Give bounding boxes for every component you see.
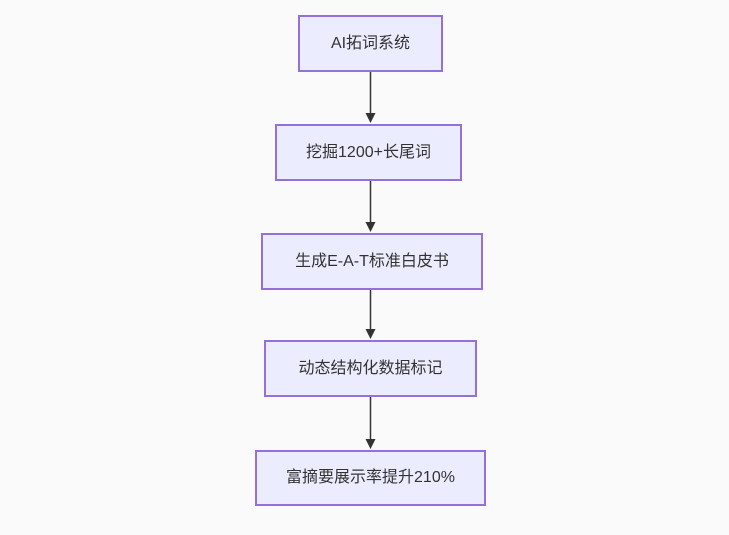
node-label: AI拓词系统 bbox=[330, 34, 411, 52]
node-label: 动态结构化数据标记 bbox=[298, 359, 443, 377]
edge-arrow-2 bbox=[365, 181, 376, 232]
flowchart-node-step-5: 富摘要展示率提升210% bbox=[255, 450, 486, 506]
flowchart-node-step-1: AI拓词系统 bbox=[298, 15, 443, 72]
node-label: 挖掘1200+长尾词 bbox=[306, 143, 431, 161]
edge-arrow-4 bbox=[365, 397, 376, 449]
node-label: 富摘要展示率提升210% bbox=[286, 469, 455, 486]
flowchart-node-step-3: 生成E-A-T标准白皮书 bbox=[261, 233, 483, 290]
edge-arrow-3 bbox=[365, 290, 376, 339]
edge-arrow-1 bbox=[365, 72, 376, 123]
flowchart-node-step-4: 动态结构化数据标记 bbox=[264, 340, 477, 397]
node-label: 生成E-A-T标准白皮书 bbox=[295, 252, 449, 270]
flowchart-node-step-2: 挖掘1200+长尾词 bbox=[275, 124, 462, 181]
